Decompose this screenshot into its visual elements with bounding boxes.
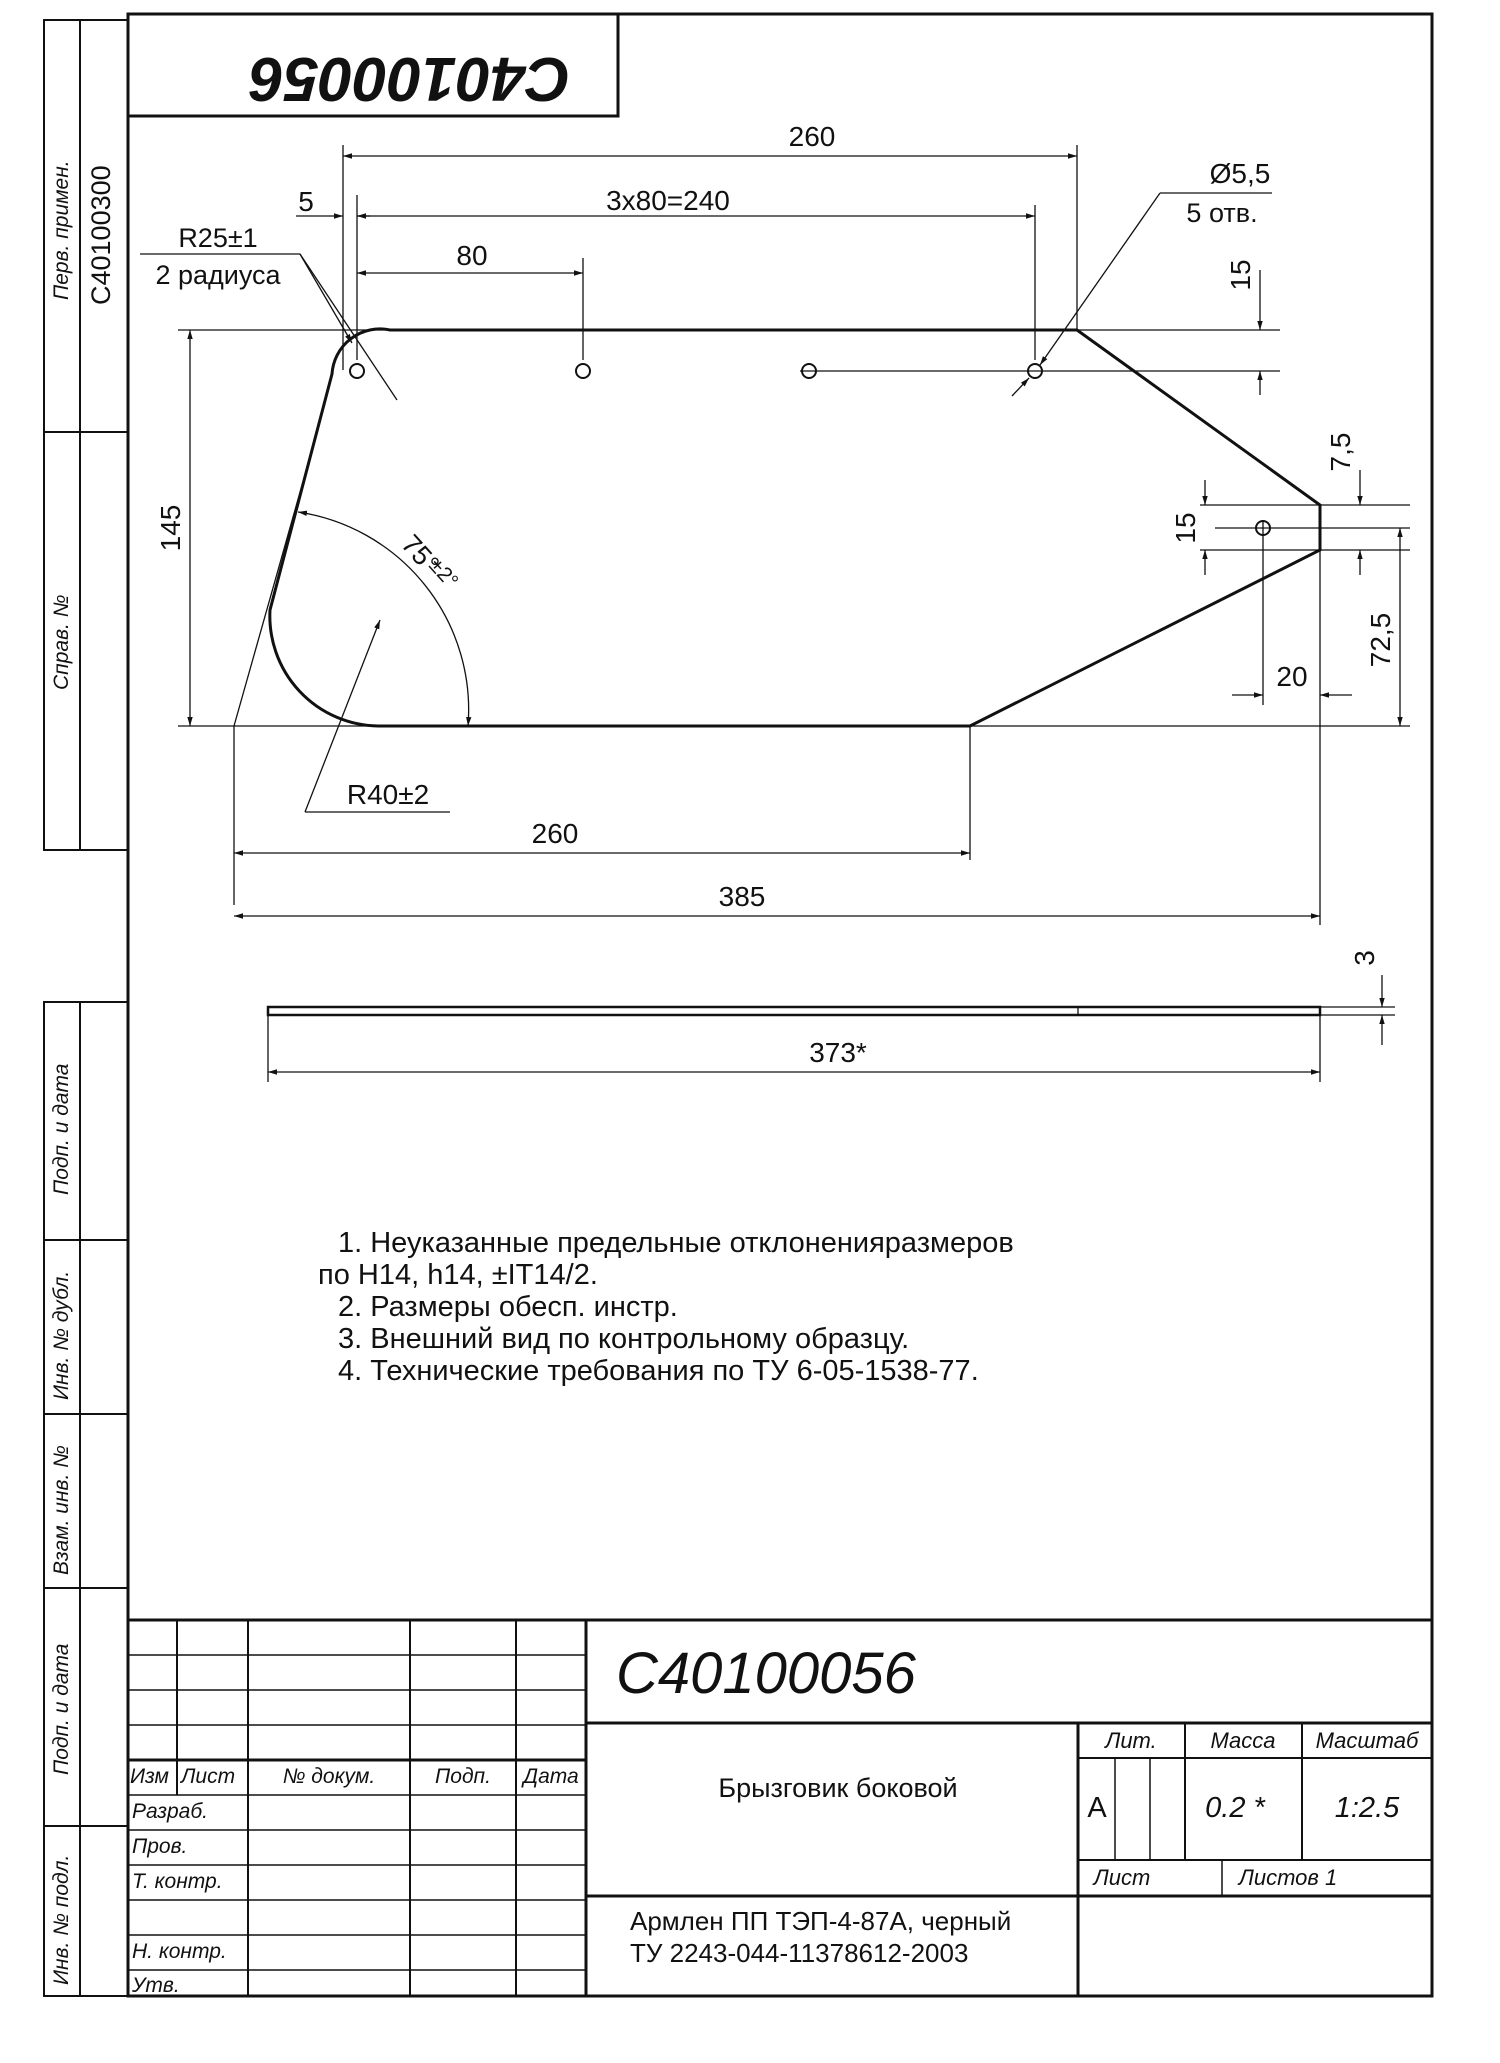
dim-385-text: 385	[719, 881, 766, 912]
dim-top-260-text: 260	[789, 121, 836, 152]
massa-label: Масса	[1210, 1728, 1275, 1753]
hole-count-text: 5 отв.	[1186, 198, 1257, 228]
r40-text: R40±2	[347, 779, 429, 810]
inv-podl-label: Инв. № подл.	[50, 1855, 73, 1985]
note-3: 3. Внешний вид по контрольному образцу.	[338, 1323, 909, 1355]
dim-15-right-text: 15	[1170, 512, 1201, 543]
hole-1	[349, 363, 365, 379]
r25-note: 2 радиуса	[155, 260, 281, 290]
material-line-1: Армлен ПП ТЭП-4-87А, черный	[630, 1906, 1011, 1936]
listov-label: Листов 1	[1237, 1865, 1337, 1890]
part-outline	[268, 327, 1322, 728]
dim-80-text: 80	[456, 240, 487, 271]
vzam-inv-label: Взам. инв. №	[50, 1445, 73, 1575]
row-nkontr: Н. контр.	[132, 1940, 227, 1963]
note-4: 4. Технические требования по ТУ 6-05-153…	[338, 1355, 979, 1387]
row-razrab: Разраб.	[132, 1800, 208, 1823]
lit-value: А	[1087, 1792, 1107, 1824]
row-utv: Утв.	[131, 1974, 180, 1997]
dim-holes-240-text: 3x80=240	[606, 185, 730, 216]
side-column-bottom	[43, 1001, 129, 1997]
r25-text: R25±1	[178, 223, 257, 253]
note-1: 1. Неуказанные предельные отклоненияразм…	[338, 1227, 1014, 1259]
hole-dia-text: Ø5,5	[1210, 158, 1271, 189]
dim-5-text: 5	[298, 186, 314, 217]
material-line-2: ТУ 2243-044-11378612-2003	[630, 1938, 968, 1968]
masshtab-label: Масштаб	[1316, 1728, 1420, 1753]
dim-20-text: 20	[1276, 661, 1307, 692]
col-izm: Изм	[130, 1765, 169, 1788]
col-data: Дата	[521, 1765, 578, 1788]
perv-primen-label: Перв. примен.	[50, 160, 73, 300]
col-podp: Подп.	[435, 1765, 491, 1788]
hole-2	[575, 363, 591, 379]
col-list: Лист	[179, 1765, 235, 1788]
dim-145-text: 145	[155, 505, 186, 552]
row-prov: Пров.	[132, 1835, 187, 1858]
side-view	[266, 1005, 1322, 1017]
col-dokum: № докум.	[283, 1765, 376, 1788]
dim-15-top-text: 15	[1225, 259, 1256, 290]
designation-stamp-box	[126, 12, 620, 118]
dim-bottom-260-text: 260	[532, 818, 579, 849]
inv-dubl-label: Инв. № дубл.	[50, 1271, 73, 1400]
masshtab-value: 1:2.5	[1335, 1792, 1400, 1824]
dim-373-text: 373*	[809, 1037, 867, 1068]
angle-arc	[297, 510, 472, 727]
designation-stamp: C40100056	[249, 44, 570, 113]
technical-notes: 1. Неуказанные предельные отклоненияразм…	[318, 1227, 1014, 1387]
podp-data-label: Подп. и дата	[50, 1064, 73, 1195]
dim-72-5-text: 72,5	[1365, 613, 1396, 668]
note-1-cont: по H14, h14, ±IT14/2.	[318, 1259, 598, 1291]
sprav-label: Справ. №	[50, 595, 73, 690]
title-block: Изм Лист № докум. Подп. Дата Разраб. Про…	[128, 1618, 1432, 1997]
designation: C40100056	[616, 1641, 917, 1706]
row-tkontr: Т. контр.	[132, 1870, 223, 1893]
dim-3-text: 3	[1349, 950, 1380, 966]
list-label: Лист	[1092, 1865, 1151, 1890]
podp-data2-label: Подп. и дата	[50, 1644, 73, 1775]
part-name: Брызговик боковой	[718, 1773, 957, 1803]
lit-label: Лит.	[1103, 1728, 1157, 1753]
side-column-top	[43, 19, 129, 851]
perv-primen-value: C40100300	[86, 165, 116, 305]
dim-7-5-text: 7,5	[1325, 433, 1356, 472]
note-2: 2. Размеры обесп. инстр.	[338, 1291, 678, 1323]
massa-value: 0.2 *	[1205, 1792, 1266, 1824]
